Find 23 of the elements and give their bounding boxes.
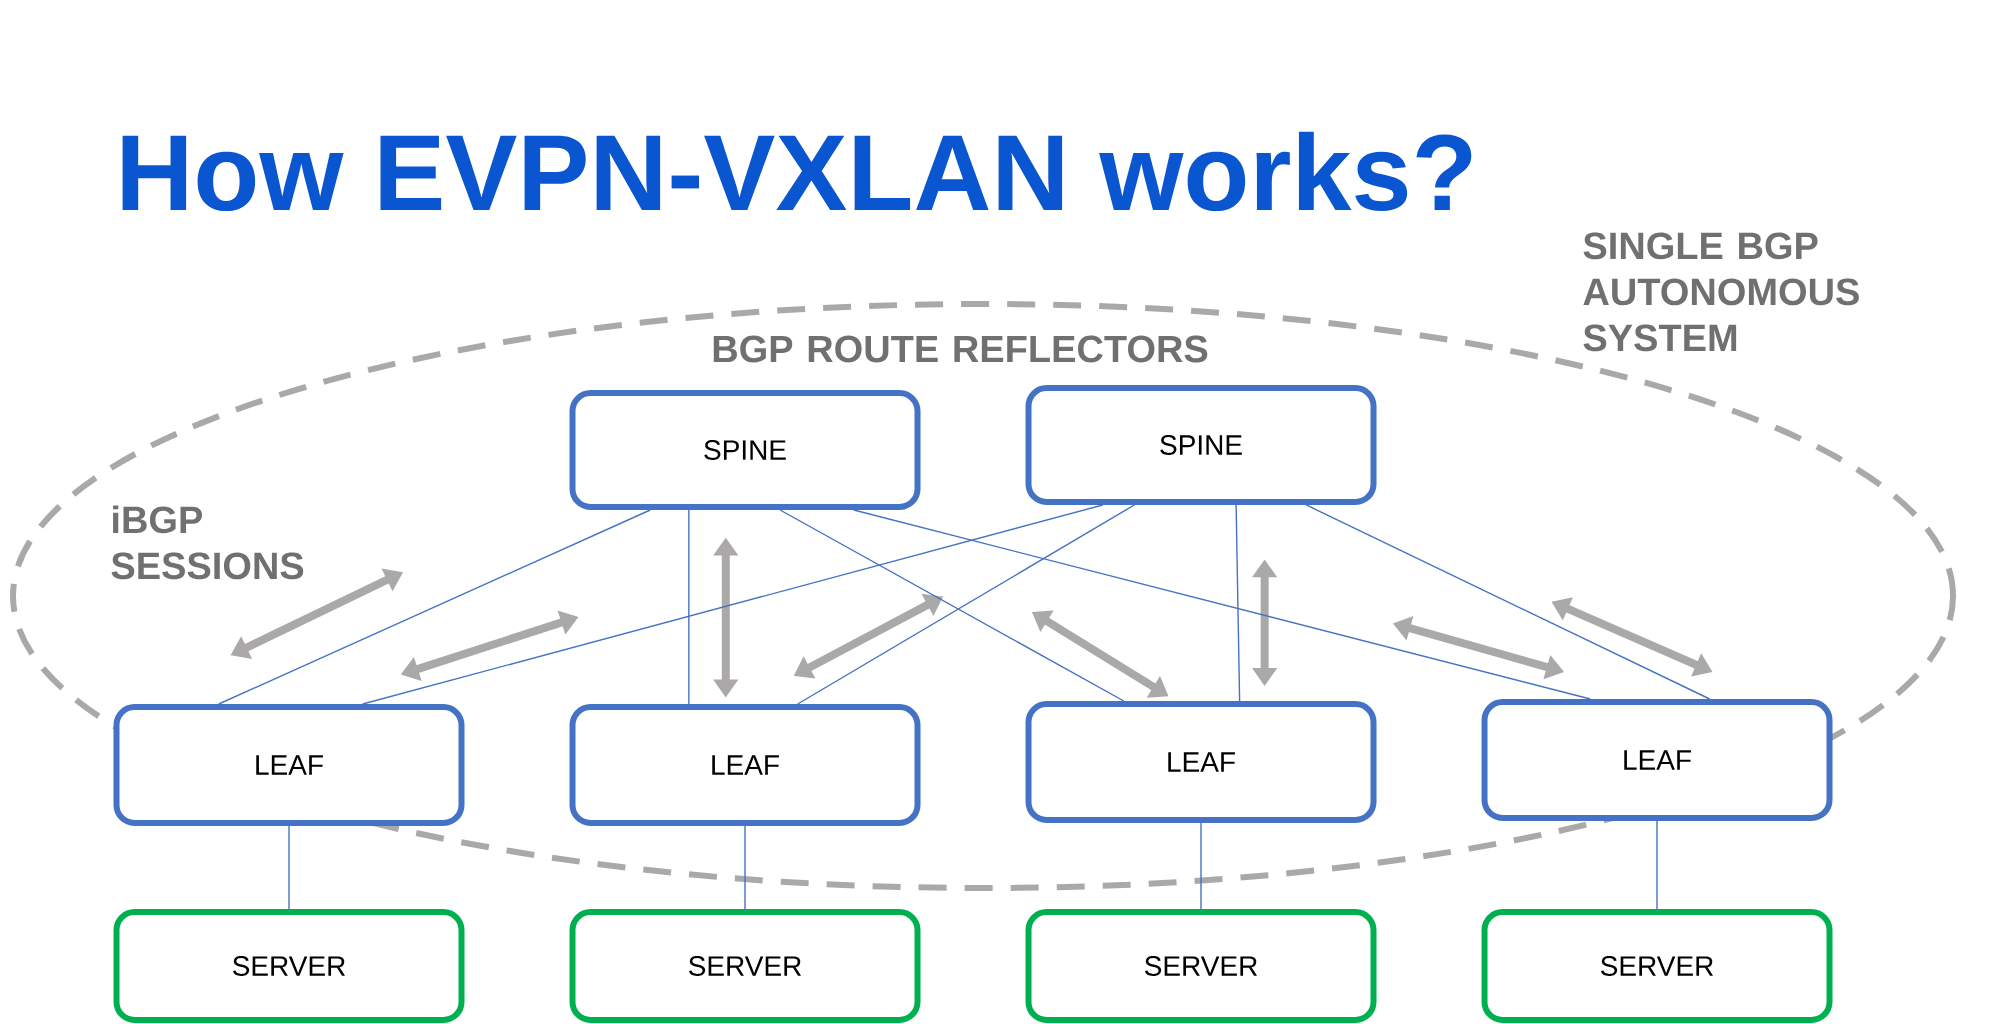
switch-box: SPINE: [1025, 385, 1377, 505]
connector-line: [1656, 820, 1658, 910]
connector-line: [1305, 504, 1711, 700]
server-box: SERVER: [1481, 909, 1833, 1023]
connector-line: [218, 509, 651, 705]
connector-line: [362, 504, 1104, 705]
switch-box: LEAF: [113, 704, 465, 826]
switch-box: SPINE: [569, 390, 921, 510]
connector-line: [744, 825, 746, 910]
switch-box: LEAF: [1025, 701, 1377, 823]
server-box: SERVER: [1025, 909, 1377, 1023]
server-box: SERVER: [569, 909, 921, 1023]
section-label: SINGLE BGP AUTONOMOUS SYSTEM: [1583, 232, 1859, 352]
connector-line: [853, 509, 1592, 700]
section-label: BGP ROUTE REFLECTORS: [713, 335, 1208, 363]
connector-line: [1235, 504, 1241, 702]
switch-box: LEAF: [1481, 699, 1833, 821]
switch-box: LEAF: [569, 704, 921, 826]
connector-line: [688, 509, 690, 705]
connector-line: [288, 825, 290, 910]
section-label: iBGP SESSIONS: [111, 505, 304, 580]
title: How EVPN-VXLAN works?: [122, 131, 1472, 212]
server-box: SERVER: [113, 909, 465, 1023]
